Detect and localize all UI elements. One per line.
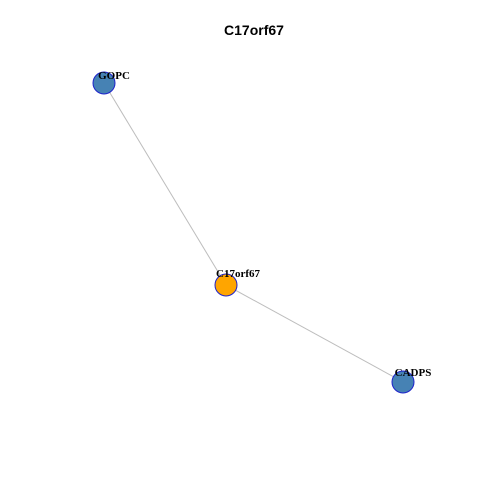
node-c17orf67[interactable]: C17orf67 — [214, 268, 260, 297]
node-cadps[interactable]: CADPS — [391, 367, 432, 394]
node-c17orf67-label: C17orf67 — [216, 268, 260, 280]
node-cadps-circle[interactable] — [391, 370, 415, 394]
edges-layer — [103, 82, 404, 383]
node-c17orf67-circle[interactable] — [214, 273, 238, 297]
node-gopc[interactable]: GOPC — [92, 70, 130, 95]
node-gopc-label: GOPC — [98, 70, 130, 82]
edge-c17orf67-cadps — [225, 284, 404, 383]
graph-title: C17orf67 — [224, 22, 284, 38]
nodes-layer: GOPC C17orf67 CADPS — [92, 70, 432, 394]
node-cadps-label: CADPS — [395, 367, 432, 379]
node-gopc-circle[interactable] — [92, 71, 116, 95]
edge-gopc-c17orf67 — [103, 82, 227, 286]
